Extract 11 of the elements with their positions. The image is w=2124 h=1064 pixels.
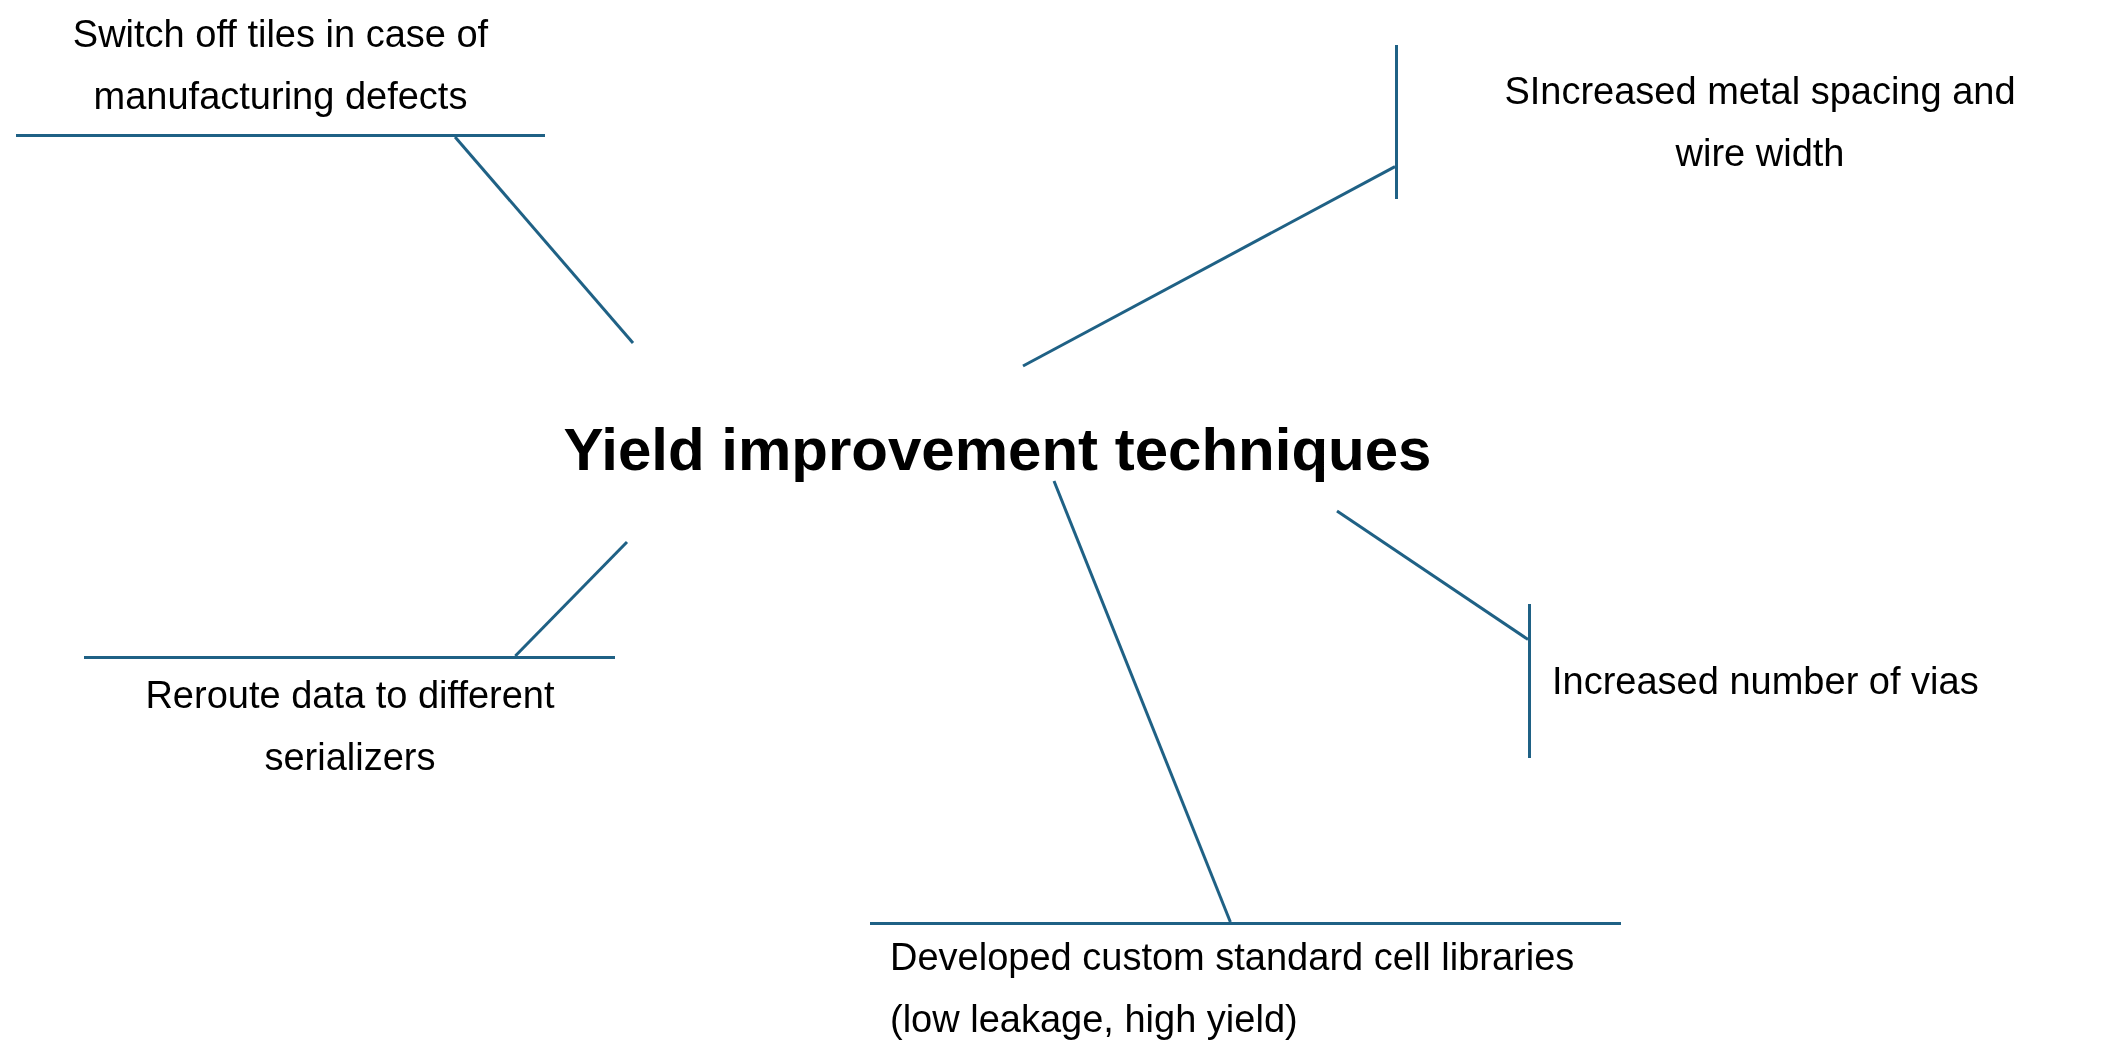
callout-text: Increased number of vias <box>1552 659 1979 704</box>
callout-text: SIncreased metal spacing and wire width <box>1503 69 2017 176</box>
callout-text: Reroute data to different serializers <box>144 673 556 780</box>
connector-line <box>453 136 635 344</box>
connector-line <box>1022 165 1396 368</box>
callout-text: Developed custom standard cell libraries (low leakage, high yield) <box>890 935 1576 1042</box>
callout-text: Switch off tiles in case of manufacturing defects <box>71 11 490 119</box>
connector-line <box>1052 480 1232 923</box>
topic-text: Yield improvement techniques <box>563 415 1432 485</box>
connector-line <box>514 540 629 658</box>
connector-line <box>1336 509 1529 641</box>
